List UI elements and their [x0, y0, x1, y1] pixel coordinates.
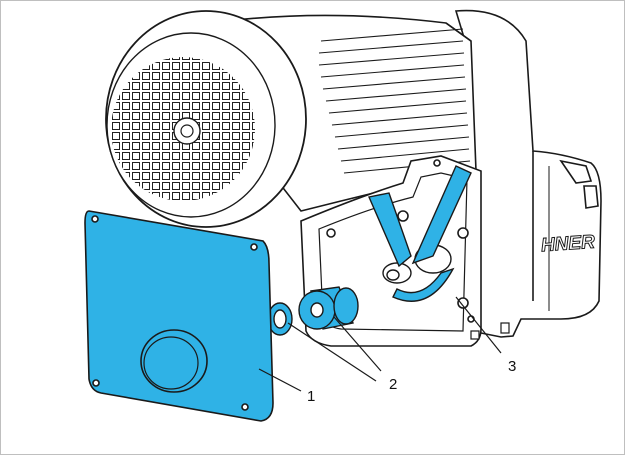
callout-1: 1: [307, 388, 315, 405]
leader-lines: [258, 296, 502, 392]
gearbox-housing: [454, 9, 602, 338]
callout-2: 2: [389, 376, 397, 393]
housing-feet: [470, 322, 510, 340]
cover-plate: [84, 210, 274, 422]
adapter-sleeves: [267, 286, 359, 336]
callout-3: 3: [508, 358, 516, 375]
brand-text: HNER: [540, 232, 595, 257]
fan-cover: [105, 10, 307, 228]
drive-belt: [368, 165, 472, 302]
